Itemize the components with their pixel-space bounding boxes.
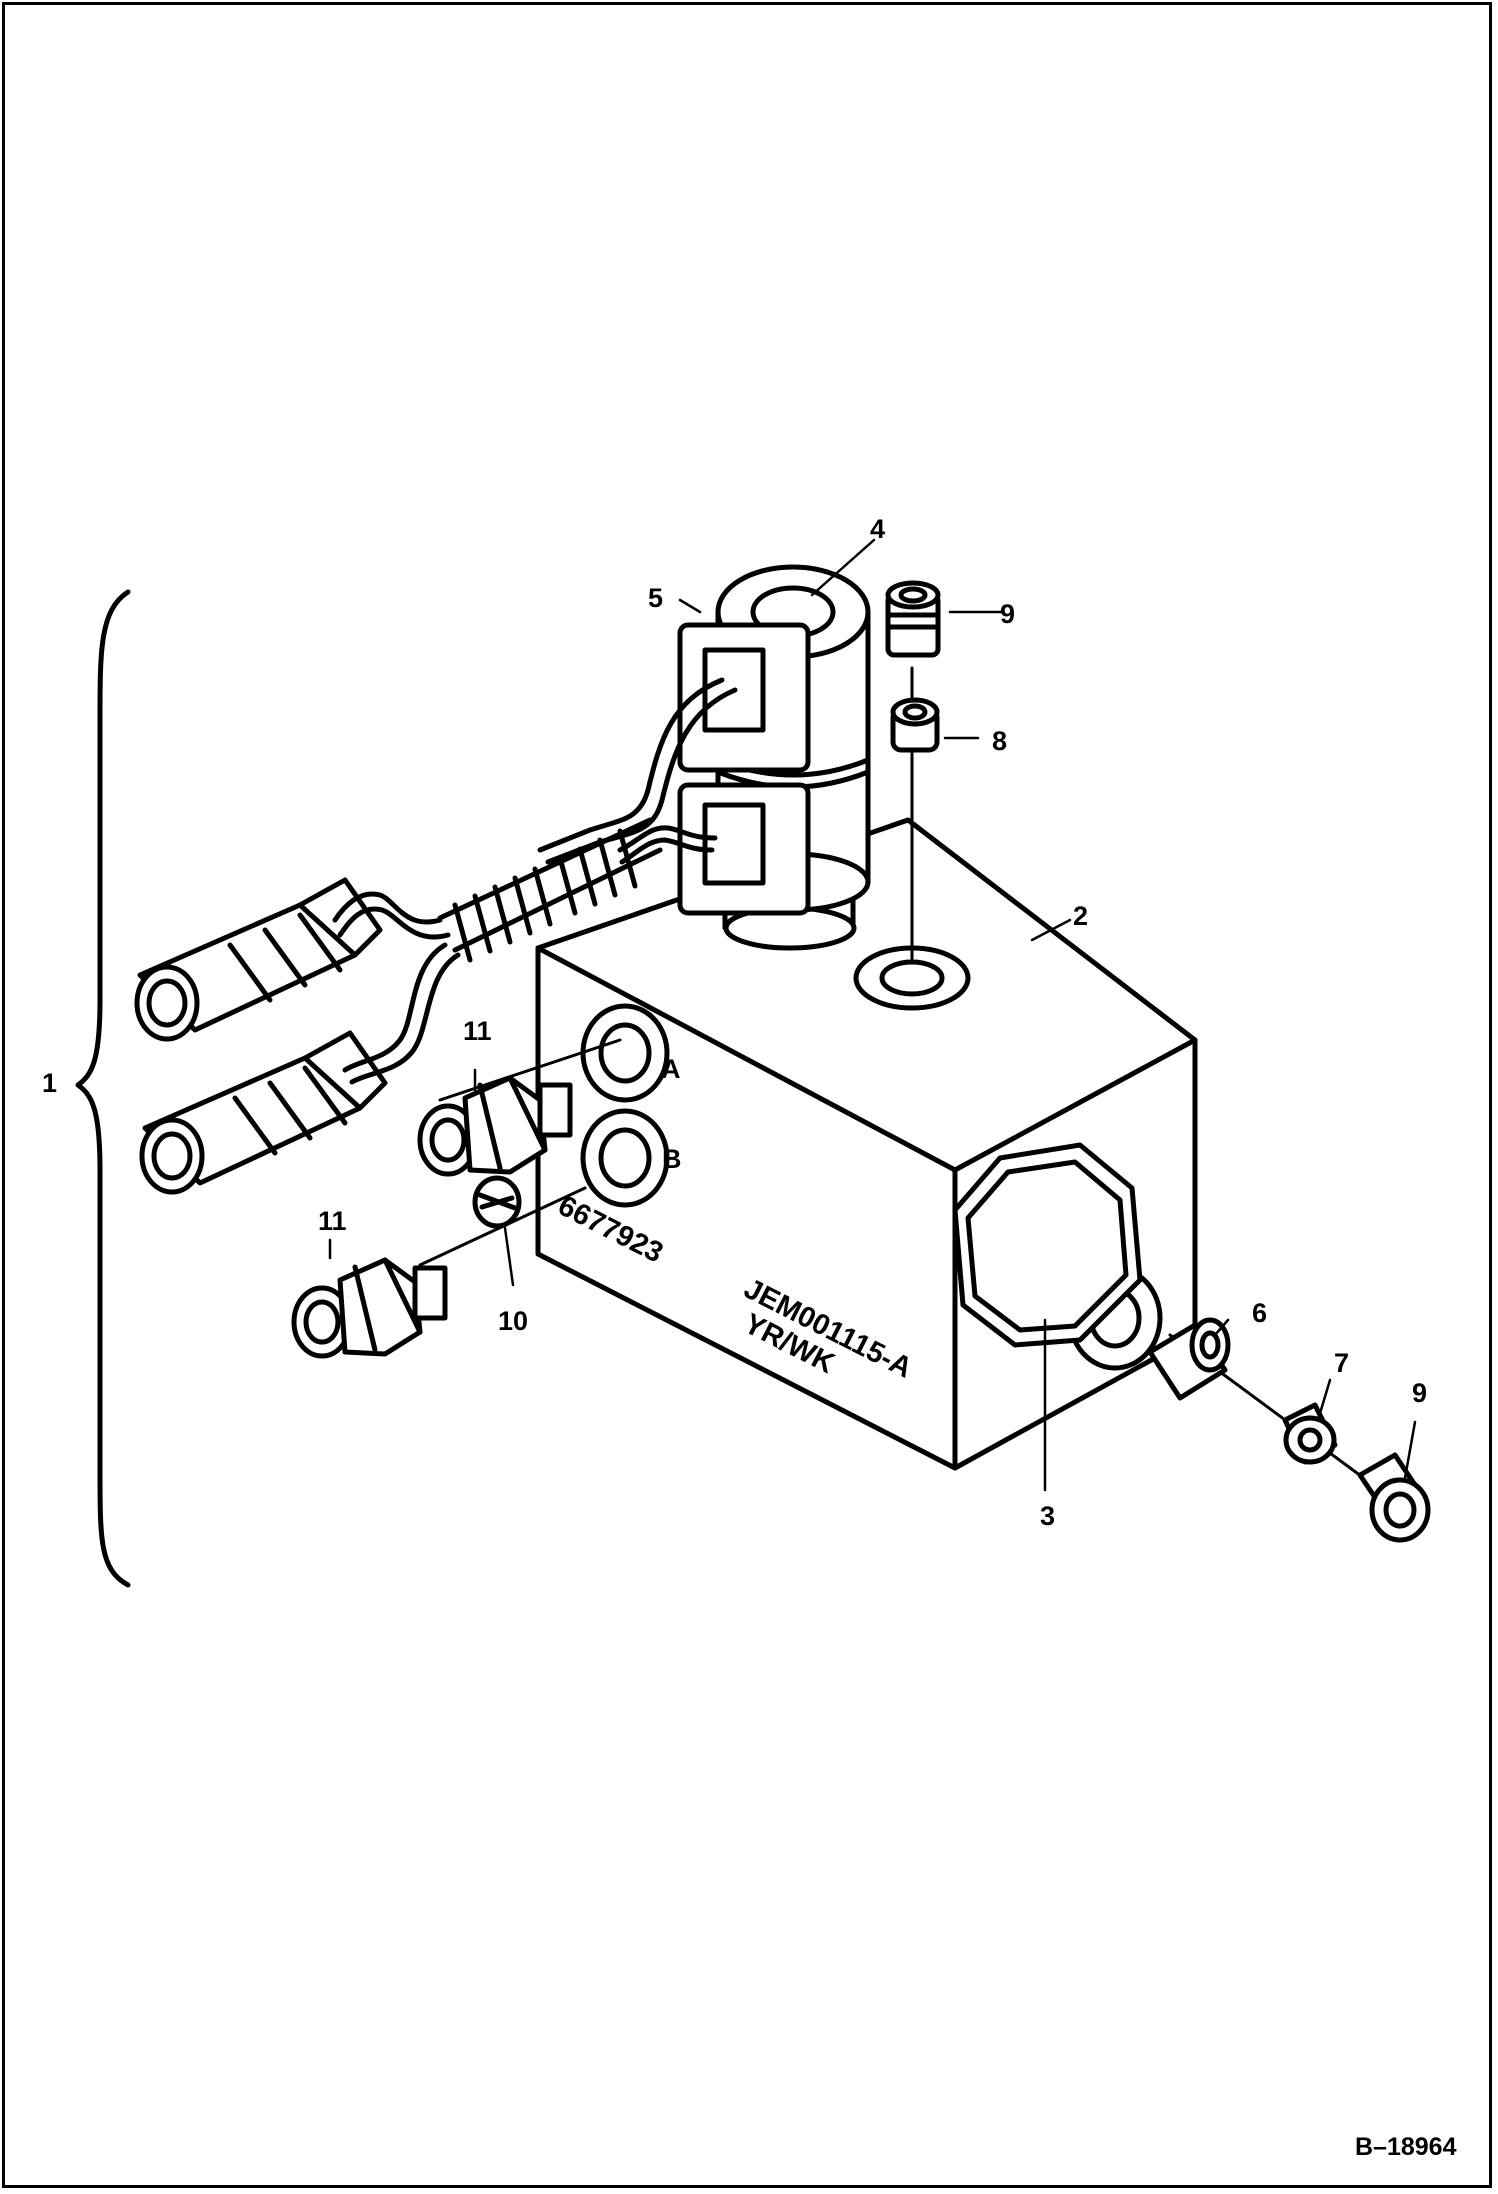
callout-4: 4 <box>870 514 885 544</box>
callout-10: 10 <box>498 1306 528 1336</box>
wiring-harness <box>332 677 738 1085</box>
seal-top <box>890 697 940 753</box>
fitting-lower <box>291 1186 587 1359</box>
corrugated-sleeve <box>437 817 663 963</box>
plug-top <box>885 580 941 658</box>
assembly-brace <box>75 589 131 1588</box>
callout-11-lower: 11 <box>318 1206 347 1236</box>
callout-6: 6 <box>1252 1298 1267 1328</box>
plug-right <box>1357 1452 1431 1543</box>
callout-8: 8 <box>992 726 1007 756</box>
callout-2: 2 <box>1073 901 1088 931</box>
port-label-b: B <box>662 1144 682 1174</box>
fitting-upper <box>417 1038 622 1177</box>
electrical-connector-upper <box>134 877 383 1042</box>
orifice-part <box>472 1175 522 1229</box>
callout-9-top: 9 <box>1000 599 1015 629</box>
figure-id: B–18964 <box>1355 2133 1457 2161</box>
callout-11-upper: 11 <box>463 1016 492 1046</box>
valve-block <box>535 817 1198 1471</box>
spool-part <box>1147 1317 1231 1401</box>
seal-right <box>1282 1402 1338 1465</box>
coil-connector-upper <box>677 622 811 773</box>
callout-5: 5 <box>648 583 663 613</box>
callout-9-right: 9 <box>1412 1378 1427 1408</box>
port-label-a: A <box>661 1054 681 1084</box>
callout-3: 3 <box>1040 1501 1055 1531</box>
callout-7: 7 <box>1334 1348 1349 1378</box>
solenoid-coil <box>677 564 871 951</box>
hex-plug <box>952 1142 1143 1348</box>
callout-1: 1 <box>42 1068 57 1098</box>
port-b <box>580 1108 670 1208</box>
electrical-connector-lower <box>139 1030 388 1195</box>
